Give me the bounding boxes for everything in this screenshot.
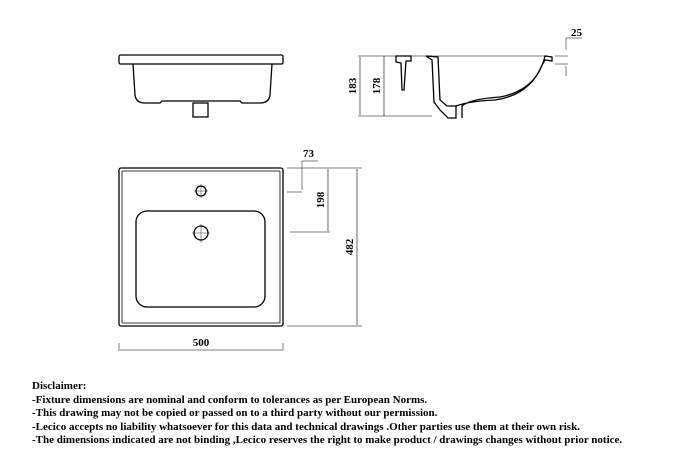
dimension-line-25 — [565, 37, 582, 50]
dim-label-198: 198 — [315, 191, 327, 208]
plan-view — [118, 160, 362, 351]
disclaimer: Disclaimer: -Fixture dimensions are nomi… — [32, 380, 622, 448]
front-elevation-view — [118, 54, 284, 118]
side-section-view — [358, 37, 582, 119]
disclaimer-line: -Lecico accepts no liability whatsoever … — [32, 420, 580, 433]
dim-label-500: 500 — [193, 337, 210, 349]
dim-label-25: 25 — [571, 27, 583, 39]
dimension-line-73 — [301, 160, 318, 190]
disclaimer-line: -Fixture dimensions are nominal and conf… — [32, 393, 428, 406]
dim-label-73: 73 — [303, 148, 315, 160]
dim-label-482: 482 — [344, 238, 356, 255]
dim-label-183: 183 — [347, 77, 359, 94]
disclaimer-line: -This drawing may not be copied or passe… — [32, 407, 438, 419]
disclaimer-title: Disclaimer: — [32, 380, 87, 392]
dim-label-178: 178 — [371, 77, 383, 94]
basin-outline — [135, 210, 266, 308]
disclaimer-line: -The dimensions indicated are not bindin… — [32, 434, 623, 446]
